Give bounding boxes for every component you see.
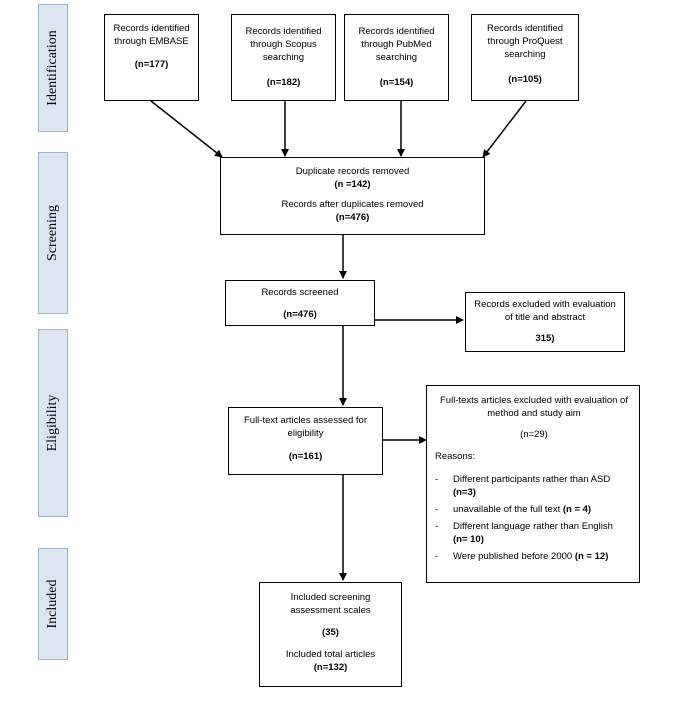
duplicates-removed-label: Duplicate records removed — [295, 166, 410, 177]
duplicates-box: Duplicate records removed (n =142) Recor… — [220, 157, 485, 235]
arrow-embase — [150, 100, 223, 158]
stage-screening: Screening — [38, 152, 68, 314]
source-box-proquest: Records identified through ProQuest sear… — [471, 14, 579, 101]
duplicates-removed-count: (n =142) — [334, 179, 371, 190]
stage-included: Included — [38, 548, 68, 660]
source-label: Records identified through PubMed search… — [358, 26, 435, 63]
source-label: Records identified through ProQuest sear… — [486, 23, 564, 60]
reason-item: - unavailable of the full text (n = 4) — [435, 503, 633, 516]
reason-dash: - — [435, 521, 439, 532]
excluded-fulltext-box: Full-texts articles excluded with evalua… — [426, 385, 640, 583]
stage-eligibility: Eligibility — [38, 329, 68, 517]
reason-dash: - — [435, 504, 439, 515]
reason-count: (n = 12) — [574, 551, 609, 562]
source-label: Records identified through EMBASE — [113, 23, 190, 47]
included-scales-count: (35) — [322, 627, 339, 638]
source-label: Records identified through Scopus search… — [245, 26, 322, 63]
reason-dash: - — [435, 474, 439, 485]
stage-identification: Identification — [38, 4, 68, 132]
excluded-title-count: 315) — [535, 333, 555, 344]
reasons-label: Reasons: — [435, 451, 476, 462]
reason-count: (n= 10) — [453, 534, 484, 545]
records-screened-label: Records screened — [261, 287, 339, 298]
excluded-title-box: Records excluded with evaluation of titl… — [465, 292, 625, 352]
records-screened-count: (n=476) — [283, 309, 317, 320]
records-screened-box: Records screened (n=476) — [225, 280, 375, 326]
arrow-proquest — [482, 100, 527, 158]
reason-item: - Different participants rather than ASD… — [435, 473, 633, 499]
source-box-embase: Records identified through EMBASE (n=177… — [104, 14, 199, 101]
fulltext-count: (n=161) — [288, 451, 323, 462]
reason-item: - Different language rather than English… — [435, 520, 633, 546]
reason-text: Were published before 2000 — [453, 551, 573, 562]
reason-dash: - — [435, 551, 439, 562]
included-articles-label: Included total articles — [285, 649, 376, 660]
source-box-pubmed: Records identified through PubMed search… — [344, 14, 449, 101]
records-after-label: Records after duplicates removed — [281, 199, 424, 210]
reason-item: - Were published before 2000 (n = 12) — [435, 550, 633, 563]
included-box: Included screening assessment scales (35… — [259, 582, 402, 687]
excluded-title-label: Records excluded with evaluation of titl… — [474, 299, 616, 323]
records-after-count: (n=476) — [335, 212, 370, 223]
source-count: (n=182) — [266, 77, 301, 88]
excluded-fulltext-label: Full-texts articles excluded with evalua… — [440, 395, 628, 419]
excluded-fulltext-count: (n=29) — [520, 429, 548, 440]
included-articles-count: (n=132) — [313, 662, 348, 673]
source-count: (n=177) — [134, 59, 169, 70]
source-count: (n=154) — [379, 77, 414, 88]
reason-text: Different language rather than English — [453, 521, 613, 532]
reason-text: Different participants rather than ASD — [453, 474, 611, 485]
fulltext-box: Full-text articles assessed for eligibil… — [228, 407, 383, 475]
fulltext-label: Full-text articles assessed for eligibil… — [243, 415, 367, 439]
reason-text: unavailable of the full text — [453, 504, 561, 515]
reason-count: (n=3) — [453, 487, 476, 498]
included-scales-label: Included screening assessment scales — [290, 592, 371, 616]
source-box-scopus: Records identified through Scopus search… — [231, 14, 336, 101]
reason-count: (n = 4) — [562, 504, 592, 515]
source-count: (n=105) — [508, 74, 542, 85]
